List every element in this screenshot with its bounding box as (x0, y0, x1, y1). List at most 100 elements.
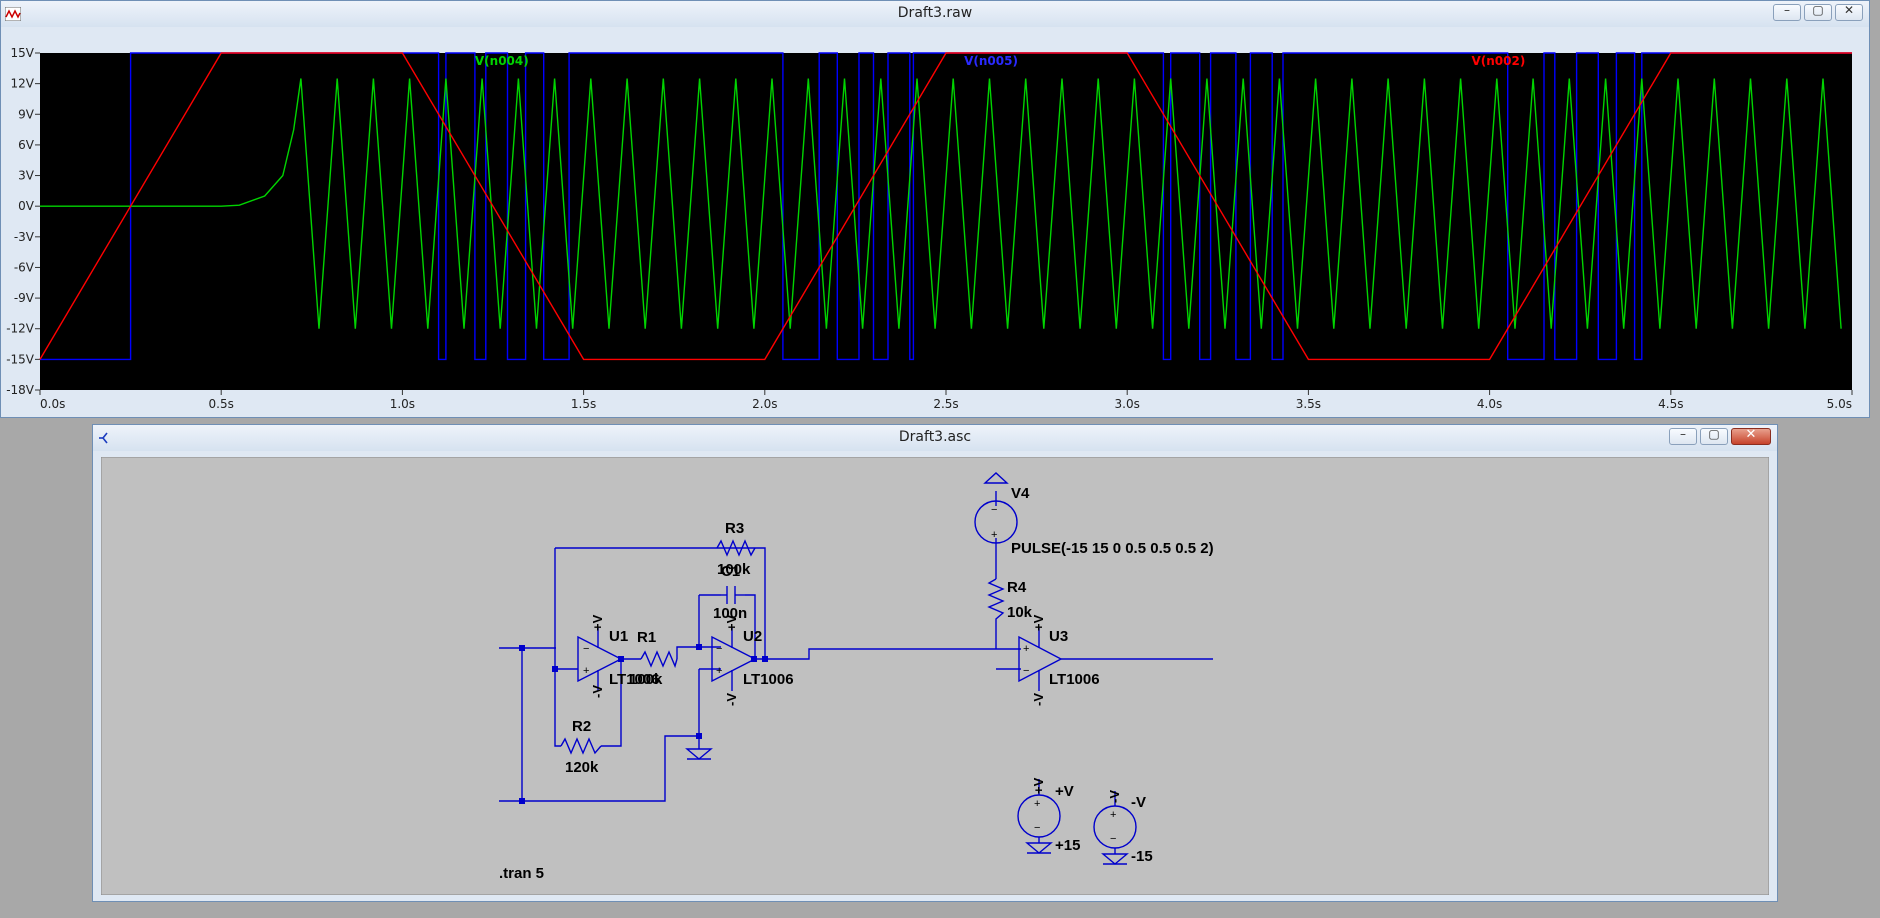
x-tick-label: 2.0s (752, 397, 777, 411)
u1-name-label: U1 (609, 628, 628, 645)
voltage-source-plus-v[interactable] (1017, 779, 1061, 854)
schematic-window: Draft3.asc – ▢ ✕ (92, 424, 1778, 902)
v4-minus-terminal: − (991, 504, 997, 516)
y-tick-label: 0V (18, 199, 35, 213)
y-tick-label: -15V (6, 352, 35, 366)
opamp-u2[interactable] (711, 628, 757, 691)
waveform-titlebar[interactable]: Draft3.raw – ▢ ✕ (1, 1, 1869, 27)
minus-v-plus-terminal: + (1110, 809, 1116, 821)
u1-plus-pin: + (583, 665, 589, 677)
u3-name-label: U3 (1049, 628, 1068, 645)
junction-dot (519, 798, 525, 804)
junction-dot (552, 666, 558, 672)
wire[interactable] (754, 648, 1021, 660)
schematic-titlebar[interactable]: Draft3.asc – ▢ ✕ (93, 425, 1777, 451)
r1-value-label: 100k (629, 671, 663, 688)
schematic-wires (499, 491, 1213, 802)
opamp-u3[interactable] (1018, 628, 1063, 691)
x-tick-label: 5.0s (1827, 397, 1852, 411)
plot-area[interactable] (40, 53, 1852, 390)
y-tick-label: 15V (11, 46, 35, 60)
waveform-app-icon (5, 7, 21, 21)
r4-name-label: R4 (1007, 579, 1027, 596)
schematic-close-button[interactable]: ✕ (1731, 427, 1771, 445)
junction-dot (762, 656, 768, 662)
ground-symbol (685, 747, 713, 760)
series-line-vn005 (40, 52, 1852, 361)
u1-minus-pin: − (583, 643, 589, 655)
waveform-maximize-button[interactable]: ▢ (1804, 3, 1832, 21)
schematic-window-title: Draft3.asc (898, 429, 972, 445)
plus-v-minus-terminal: − (1034, 822, 1040, 834)
plus-v-source-name: +V (1055, 783, 1074, 800)
legend-entry[interactable]: V(n005) (964, 54, 1018, 68)
plus-v-source-value: +15 (1055, 837, 1080, 854)
v4-name-label: V4 (1011, 485, 1030, 502)
u3-plus-supply-label: +V (1031, 614, 1046, 631)
minus-v-minus-terminal: − (1110, 833, 1116, 845)
r2-name-label: R2 (572, 718, 591, 735)
plus-v-node-label: +V (1031, 777, 1046, 794)
wire[interactable] (676, 646, 699, 659)
u2-name-label: U2 (743, 628, 762, 645)
y-tick-label: -9V (14, 291, 35, 305)
wire[interactable] (601, 659, 622, 747)
series-line-vn002 (39, 52, 1852, 361)
close-icon: ✕ (1745, 427, 1757, 442)
y-tick-label: 12V (11, 77, 35, 91)
u2-minus-pin: − (716, 643, 722, 655)
wire[interactable] (499, 735, 699, 802)
legend-entry[interactable]: V(n004) (475, 54, 529, 68)
x-tick-label: 1.0s (390, 397, 415, 411)
waveform-close-button[interactable]: ✕ (1835, 3, 1863, 21)
u2-plus-supply-label: +V (724, 614, 739, 631)
junction-dot (519, 645, 525, 651)
u1-plus-supply-label: +V (590, 614, 605, 631)
x-tick-label: 4.5s (1658, 397, 1683, 411)
voltage-source-minus-v[interactable] (1093, 791, 1137, 865)
r2-value-label: 120k (565, 759, 599, 776)
x-tick-label: 4.0s (1477, 397, 1502, 411)
u3-minus-supply-label: -V (1031, 693, 1046, 706)
wire[interactable] (745, 594, 756, 659)
u1-minus-supply-label: -V (590, 685, 605, 698)
x-tick-label: 0.0s (40, 397, 65, 411)
schematic-maximize-button[interactable]: ▢ (1700, 427, 1728, 445)
r1-name-label: R1 (637, 629, 656, 646)
opamp-u1[interactable] (577, 628, 623, 691)
x-tick-label: 0.5s (209, 397, 234, 411)
junction-dot (696, 644, 702, 650)
u3-minus-pin: − (1023, 665, 1029, 677)
y-tick-label: -6V (14, 260, 35, 274)
r3-name-label: R3 (725, 520, 744, 537)
capacitor-c1[interactable] (721, 586, 745, 604)
schematic-canvas[interactable]: − + − + + − − + + − + − +V -V +V -V +V -… (101, 457, 1769, 895)
waveform-minimize-button[interactable]: – (1773, 3, 1801, 21)
voltage-source-v4[interactable] (974, 472, 1018, 544)
legend-entry[interactable]: V(n002) (1471, 54, 1525, 68)
resistor-r3[interactable] (716, 539, 756, 557)
waveform-window-title: Draft3.raw (897, 5, 973, 21)
y-tick-label: 6V (18, 138, 35, 152)
y-tick-label: -12V (6, 322, 35, 336)
y-tick-label: -3V (14, 230, 35, 244)
u2-minus-supply-label: -V (724, 693, 739, 706)
minimize-icon: – (1784, 3, 1790, 17)
series-line-vn004 (40, 78, 1842, 329)
resistor-r4[interactable] (987, 578, 1005, 627)
wire[interactable] (555, 547, 766, 659)
y-tick-label: 9V (18, 107, 35, 121)
x-tick-label: 1.5s (571, 397, 596, 411)
resistor-r1[interactable] (640, 650, 678, 669)
plus-v-plus-terminal: + (1034, 798, 1040, 810)
c1-name-label: C1 (721, 563, 740, 580)
u3-plus-pin: + (1023, 643, 1029, 655)
spice-directive[interactable]: .tran 5 (499, 865, 544, 882)
wire[interactable] (554, 548, 561, 747)
y-tick-label: -18V (6, 383, 35, 397)
resistor-r2[interactable] (560, 737, 602, 755)
junction-dot (696, 733, 702, 739)
schematic-minimize-button[interactable]: – (1669, 427, 1697, 445)
minus-v-source-name: -V (1131, 794, 1146, 811)
